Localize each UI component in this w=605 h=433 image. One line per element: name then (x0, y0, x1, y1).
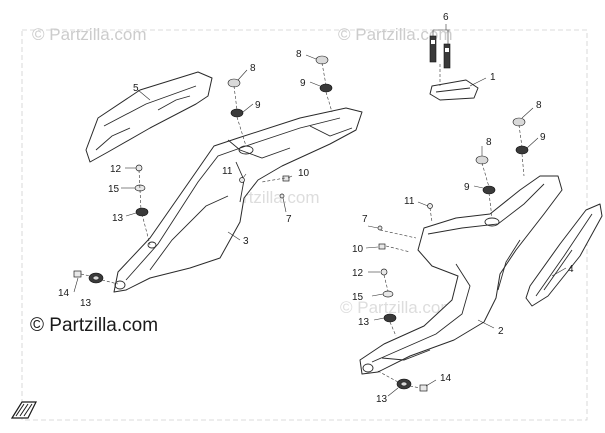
callout-8-c: 8 (536, 100, 542, 111)
callout-13-c: 13 (358, 317, 370, 328)
callout-14-right: 14 (440, 373, 452, 384)
callout-10-left: 10 (298, 168, 310, 179)
callout-9-c: 9 (540, 132, 546, 143)
callout-11-left: 11 (222, 166, 233, 177)
callout-2: 2 (498, 326, 504, 337)
callout-7-right: 7 (362, 214, 368, 225)
callout-8-d: 8 (486, 137, 492, 148)
leader-lines (73, 54, 567, 397)
callout-9-b: 9 (300, 78, 306, 89)
callout-7-left: 7 (286, 214, 292, 225)
part-4-right-rear-cover (525, 203, 603, 307)
callout-1: 1 (490, 72, 496, 83)
callout-13-a: 13 (112, 213, 124, 224)
callout-13-d: 13 (376, 394, 388, 405)
callout-8-a: 8 (250, 63, 256, 74)
callout-13-b: 13 (80, 298, 92, 309)
part-5-left-rear-cover (85, 71, 213, 163)
part-1-bracket (429, 79, 479, 101)
part-2-right-side-panel (359, 175, 563, 375)
watermark-center-right: © Partzilla.com (340, 298, 455, 317)
callout-12-left: 12 (110, 164, 122, 175)
part-3-left-side-panel (113, 107, 363, 293)
callout-6: 6 (443, 12, 449, 23)
callout-11-right: 11 (404, 196, 415, 207)
callout-12-right: 12 (352, 268, 364, 279)
callout-3: 3 (243, 236, 249, 247)
watermark-top-right: © Partzilla.com (338, 25, 453, 44)
callout-15-right: 15 (352, 292, 364, 303)
watermark-top-left: © Partzilla.com (32, 25, 147, 44)
grommets (227, 55, 529, 195)
callout-9-d: 9 (464, 182, 470, 193)
callout-10-right: 10 (352, 244, 364, 255)
callout-15-left: 15 (108, 184, 120, 195)
callout-9-a: 9 (255, 100, 261, 111)
hardware (73, 164, 433, 392)
callout-5: 5 (133, 83, 139, 94)
cfmoto-logo-icon (10, 401, 37, 419)
callout-labels: 1 2 3 4 5 6 7 7 8 8 8 8 9 9 9 9 10 10 11… (58, 12, 574, 405)
callout-4: 4 (568, 264, 574, 275)
callout-8-b: 8 (296, 49, 302, 60)
watermark-bottom-left: © Partzilla.com (30, 315, 158, 336)
callout-14-left: 14 (58, 288, 70, 299)
callout-6-bracket (432, 24, 450, 44)
